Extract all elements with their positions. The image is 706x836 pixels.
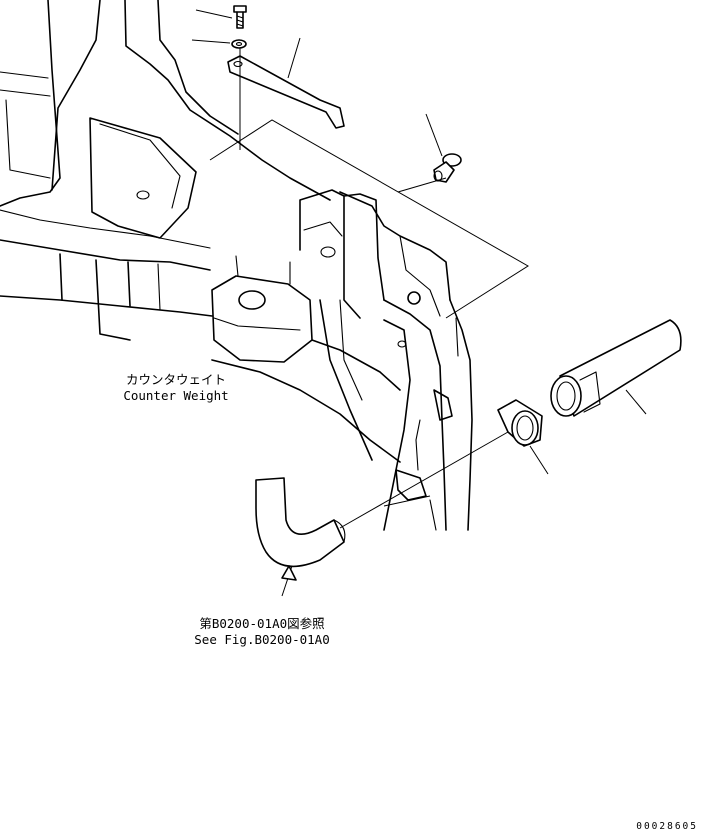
counterweight-label: カウンタウェイト Counter Weight <box>96 372 256 404</box>
counterweight-jp-label: カウンタウェイト <box>125 372 226 387</box>
hose-clamp-icon <box>497 399 543 447</box>
bracket-icon <box>227 55 345 129</box>
screw-icon <box>233 5 247 29</box>
bushing-icon <box>433 153 462 183</box>
leader-lines <box>191 9 647 597</box>
counterweight-body <box>0 0 473 531</box>
reference-jp-label: 第B0200-01A0図参照 <box>199 616 325 631</box>
exhaust-hose-icon <box>255 477 346 568</box>
drawing-number: 00028605 <box>636 821 698 832</box>
reference-label: 第B0200-01A0図参照 See Fig.B0200-01A0 <box>172 616 352 648</box>
tail-pipe-icon <box>550 319 682 417</box>
reference-en-label: See Fig.B0200-01A0 <box>194 632 330 647</box>
counterweight-en-label: Counter Weight <box>123 388 229 403</box>
arrow-head <box>281 565 297 581</box>
washer-icon <box>231 39 247 49</box>
